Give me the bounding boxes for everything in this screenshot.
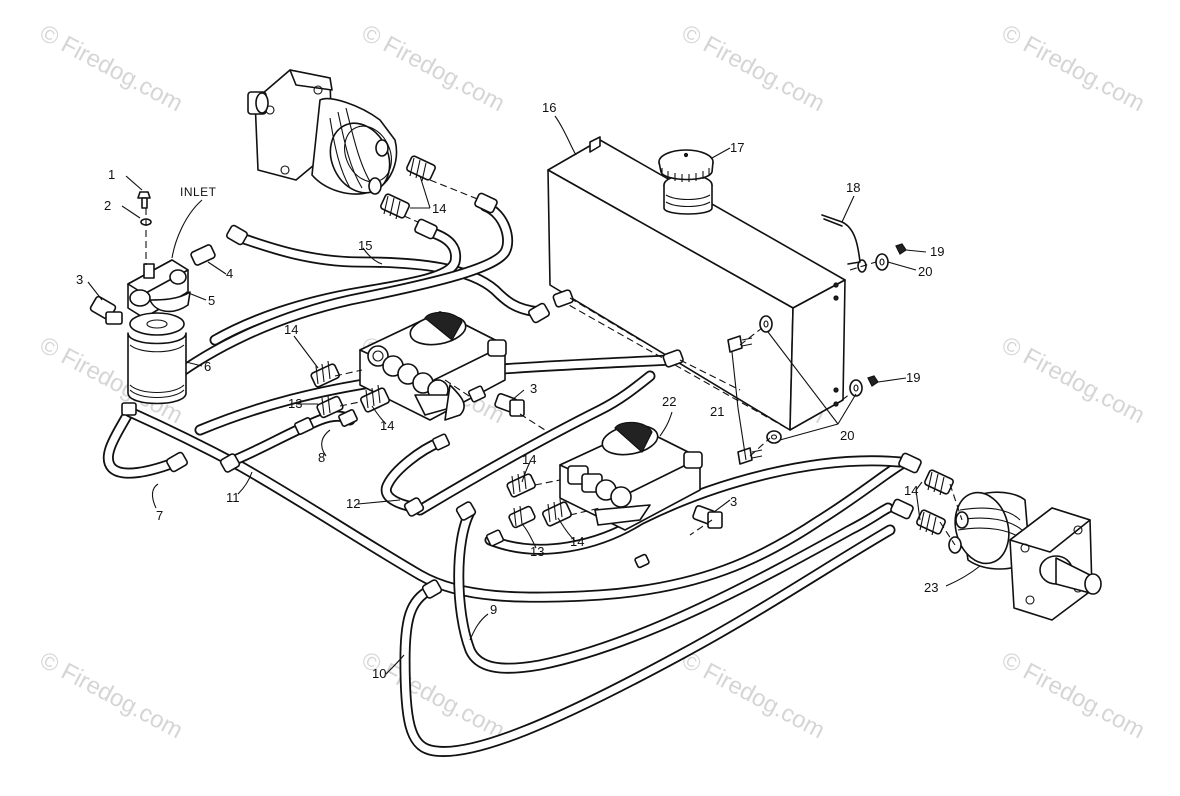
callout-18: 18 bbox=[846, 180, 860, 195]
watermark: © Firedog.com bbox=[997, 19, 1149, 117]
callout-14-valve-lower-top: 14 bbox=[522, 452, 536, 467]
fitting bbox=[692, 505, 723, 529]
fitting bbox=[898, 452, 922, 474]
fittings bbox=[89, 155, 954, 599]
fitting bbox=[455, 501, 477, 521]
watermark: © Firedog.com bbox=[997, 646, 1149, 744]
inlet-label: INLET bbox=[180, 185, 217, 199]
fitting bbox=[403, 497, 425, 517]
fitting bbox=[121, 402, 137, 416]
leader-lines bbox=[87, 115, 981, 675]
callout-14-valve-upper: 14 bbox=[380, 418, 394, 433]
callout-7: 7 bbox=[156, 508, 163, 523]
callout-5: 5 bbox=[208, 293, 215, 308]
washer bbox=[759, 315, 773, 333]
filler-cap bbox=[658, 149, 714, 215]
callout-20-lower: 20 bbox=[840, 428, 854, 443]
fitting bbox=[542, 498, 572, 527]
fitting bbox=[190, 244, 216, 266]
watermark: © Firedog.com bbox=[677, 646, 829, 744]
callouts: INLET 1 2 3 4 5 6 7 8 9 10 11 12 13 14 1… bbox=[76, 100, 944, 681]
fitting bbox=[406, 155, 436, 182]
fitting bbox=[414, 218, 438, 240]
fitting bbox=[338, 409, 358, 427]
centerlines bbox=[334, 179, 963, 546]
callout-13-valve-lower: 13 bbox=[530, 544, 544, 559]
hydraulic-motor-upper bbox=[247, 69, 398, 195]
washer bbox=[766, 430, 782, 444]
callout-10: 10 bbox=[372, 666, 386, 681]
callout-4: 4 bbox=[226, 266, 233, 281]
callout-22: 22 bbox=[662, 394, 676, 409]
filter-assembly bbox=[127, 191, 191, 405]
callout-13: 13 bbox=[288, 396, 302, 411]
callout-6: 6 bbox=[204, 359, 211, 374]
callout-16: 16 bbox=[542, 100, 556, 115]
callout-14-valve-lower: 14 bbox=[570, 534, 584, 549]
callout-21: 21 bbox=[710, 404, 724, 419]
callout-2: 2 bbox=[104, 198, 111, 213]
bolt bbox=[727, 335, 753, 353]
fitting bbox=[890, 498, 914, 520]
control-valve-upper bbox=[359, 311, 507, 421]
fitting bbox=[634, 553, 650, 569]
callout-14-motor-lower: 14 bbox=[904, 483, 918, 498]
fitting bbox=[89, 295, 123, 325]
control-valve-lower bbox=[559, 421, 703, 531]
fitting bbox=[219, 453, 241, 473]
callout-17: 17 bbox=[730, 140, 744, 155]
fitting bbox=[294, 417, 314, 435]
hydraulic-motor-lower bbox=[948, 491, 1102, 621]
fitting bbox=[226, 224, 248, 246]
callout-20: 20 bbox=[918, 264, 932, 279]
nut bbox=[895, 243, 907, 255]
watermarks: © Firedog.com © Firedog.com © Firedog.co… bbox=[35, 19, 1149, 744]
fitting bbox=[467, 385, 487, 403]
washer bbox=[875, 253, 889, 271]
fitting bbox=[485, 529, 505, 547]
fitting bbox=[528, 302, 550, 324]
fitting bbox=[508, 505, 536, 529]
callout-12: 12 bbox=[346, 496, 360, 511]
watermark: © Firedog.com bbox=[997, 331, 1149, 429]
fitting bbox=[421, 579, 443, 599]
fitting bbox=[924, 469, 954, 496]
callout-8: 8 bbox=[318, 450, 325, 465]
watermark: © Firedog.com bbox=[35, 646, 187, 744]
fitting bbox=[316, 395, 344, 419]
fitting bbox=[380, 193, 410, 220]
fitting bbox=[474, 192, 498, 214]
oil-tank bbox=[547, 136, 846, 431]
callout-19-lower: 19 bbox=[906, 370, 920, 385]
nut bbox=[867, 375, 879, 387]
callout-14-motor-upper: 14 bbox=[432, 201, 446, 216]
fitting bbox=[310, 360, 340, 388]
watermark: © Firedog.com bbox=[35, 19, 187, 117]
callout-3-valve-upper: 3 bbox=[530, 381, 537, 396]
fitting bbox=[916, 509, 946, 536]
callout-11: 11 bbox=[226, 490, 240, 505]
fitting bbox=[360, 384, 390, 413]
callout-3-valve-lower: 3 bbox=[730, 494, 737, 509]
callout-23: 23 bbox=[924, 580, 938, 595]
fitting bbox=[662, 349, 684, 368]
fitting bbox=[166, 451, 188, 473]
callout-19: 19 bbox=[930, 244, 944, 259]
callout-9: 9 bbox=[490, 602, 497, 617]
fitting bbox=[494, 393, 525, 417]
watermark: © Firedog.com bbox=[357, 19, 509, 117]
washer bbox=[849, 379, 863, 397]
fitting bbox=[552, 289, 574, 308]
callout-3: 3 bbox=[76, 272, 83, 287]
watermark: © Firedog.com bbox=[677, 19, 829, 117]
dipstick bbox=[821, 214, 867, 273]
callout-14: 14 bbox=[284, 322, 298, 337]
callout-1: 1 bbox=[108, 167, 115, 182]
callout-15: 15 bbox=[358, 238, 372, 253]
fitting bbox=[506, 470, 536, 498]
fitting bbox=[431, 433, 451, 451]
